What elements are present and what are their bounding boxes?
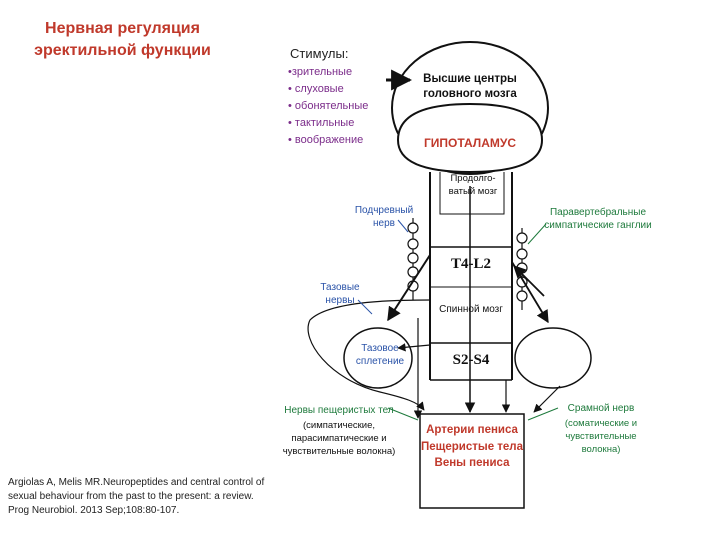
stimulus-item: • тактильные — [288, 117, 355, 129]
s2s4-to-plexus — [397, 343, 431, 352]
hypothalamus-outline — [396, 102, 544, 174]
hypothalamus-label: ГИПОТАЛАМУС — [424, 136, 516, 150]
ganglion — [407, 252, 419, 264]
pointer-line — [387, 407, 419, 421]
segment-t4-l2: T4-L2 — [450, 256, 491, 272]
target-organ-box — [419, 413, 525, 509]
pudendal-to-organ — [533, 385, 561, 413]
hypogastric-nerve-label: Подчревный нерв — [354, 205, 414, 229]
pudendal-nerve-label: Срамной нерв (соматические и чувствитель… — [546, 402, 656, 456]
paravertebral-ganglia-label: Паравертебральные симпатические ганглии — [544, 207, 652, 231]
cavernous-nerves-title: Нервы пещеристых тел — [284, 405, 394, 416]
stimulus-item: • обонятельные — [288, 100, 369, 112]
ganglion — [516, 232, 528, 244]
hypogastric-to-plexus — [387, 254, 431, 322]
pointer-line — [357, 299, 373, 315]
ganglion — [407, 222, 419, 234]
higher-brain-centers-label: Высшие центры головного мозга — [423, 73, 517, 100]
pudendal-circle — [514, 327, 592, 389]
pelvic-nerve-path — [307, 299, 431, 411]
ganglion — [516, 290, 528, 302]
penile-arteries: Артерии пениса — [426, 424, 518, 436]
right-descending-arrow — [511, 261, 549, 324]
ganglion — [407, 238, 419, 250]
right-ascending-arrow — [513, 265, 545, 297]
segment-s2-s4: S2-S4 — [452, 352, 490, 368]
stimuli-list: •зрительные • слуховые • обонятельные • … — [288, 64, 368, 149]
pointer-line — [397, 219, 409, 233]
pointer-line — [527, 223, 547, 245]
stimuli-title: Стимулы: — [290, 46, 349, 61]
stimulus-item: •зрительные — [288, 66, 353, 78]
page-title: Нервная регуляция эректильной функции — [34, 20, 211, 59]
spinal-cord-label: Спинной мозг — [439, 304, 503, 315]
pelvic-plexus — [343, 327, 413, 389]
corpora-cavernosa: Пещеристые тела — [420, 440, 524, 453]
target-organ-label: Артерии пениса Пещеристые тела Вены пени… — [420, 422, 524, 472]
cavernous-nerves-detail: (симпатические, парасимпатические и чувс… — [282, 420, 396, 457]
pelvic-plexus-label: Тазовое сплетение — [355, 343, 405, 367]
stimulus-item: • воображение — [288, 134, 364, 146]
pudendal-nerve-detail: (соматические и чувствительные волокна) — [564, 418, 638, 455]
medulla-outline — [439, 172, 505, 215]
pointer-line — [527, 407, 559, 421]
cavernous-nerves-label: Нервы пещеристых тел (симпатические, пар… — [268, 404, 410, 458]
ganglion — [516, 248, 528, 260]
penile-veins: Вены пениса — [434, 457, 510, 469]
citation: Argiolas A, Melis MR.Neuropeptides and c… — [8, 477, 265, 516]
medulla-label: Продолго- ватый мозг — [448, 173, 498, 197]
stimulus-item: • слуховые — [288, 83, 344, 95]
pelvic-nerves-label: Тазовые нервы — [320, 282, 360, 306]
pudendal-nerve-title: Срамной нерв — [567, 403, 635, 414]
